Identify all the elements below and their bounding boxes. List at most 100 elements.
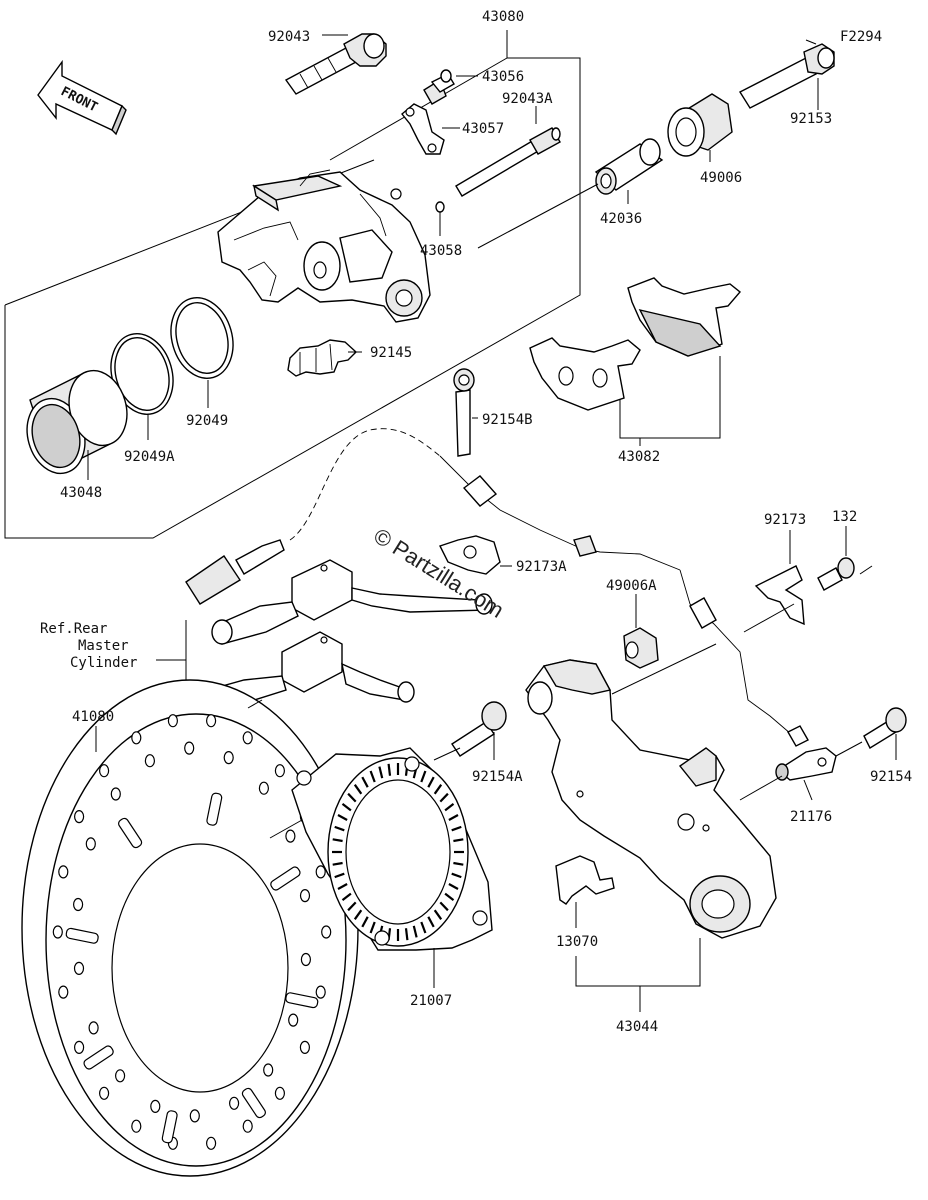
label-132: 132 — [832, 509, 857, 525]
bolt-92043 — [284, 33, 387, 95]
brake-disc-41080 — [21, 679, 359, 1177]
bolt-92154B — [453, 368, 475, 457]
rotor-hole — [315, 865, 326, 879]
rotor-slot — [118, 817, 143, 849]
clamp-92173 — [754, 565, 805, 626]
label-21176: 21176 — [790, 809, 832, 825]
rotor-hole — [114, 1069, 126, 1083]
abs-ring-tooth — [451, 825, 462, 832]
abs-ring-tooth — [361, 916, 369, 928]
rotor-hole — [73, 1040, 85, 1055]
abs-ring-tooth — [439, 792, 449, 803]
diagram-code: F2294 — [840, 29, 882, 45]
rotor-hole — [167, 714, 178, 728]
rotor-hole — [110, 787, 121, 801]
label-43058: 43058 — [420, 243, 462, 259]
rotor-hole — [144, 754, 155, 768]
collar-49006A — [623, 627, 659, 669]
caliper-bracket-43044 — [525, 659, 777, 939]
abs-ring-21007 — [291, 747, 493, 951]
ref-note-line-1: Ref.Rear — [40, 621, 107, 637]
rotor-hole — [98, 764, 110, 778]
abs-ring-tooth — [412, 925, 418, 938]
label-41080: 41080 — [72, 709, 114, 725]
rotor-hole — [242, 731, 253, 745]
rotor-hole — [88, 1021, 99, 1035]
clamp-92173A — [439, 535, 501, 575]
label-43057: 43057 — [462, 121, 504, 137]
bolt-92153 — [739, 43, 835, 109]
seal-92049A — [110, 333, 174, 415]
rotor-hole — [299, 888, 311, 903]
bleeder-43056 — [423, 69, 455, 105]
rotor-hole — [150, 1099, 161, 1114]
label-21007: 21007 — [410, 993, 452, 1009]
rotor-hole — [52, 925, 63, 939]
ref-note-line-3: Cylinder — [70, 655, 137, 671]
rotor-hole — [300, 952, 311, 967]
rotor-slot — [83, 1045, 114, 1070]
abs-ring-tooth — [420, 770, 427, 783]
label-43048: 43048 — [60, 485, 102, 501]
rotor-hole — [131, 1119, 142, 1133]
rotor-hole — [184, 741, 195, 755]
abs-ring-tooth — [347, 792, 357, 803]
abs-ring-tooth — [347, 901, 357, 912]
abs-ring-tooth — [353, 784, 363, 795]
abs-ring-tooth — [444, 892, 455, 901]
label-92145: 92145 — [370, 345, 412, 361]
label-92049A: 92049A — [124, 449, 175, 465]
abs-sensor-21176 — [775, 747, 837, 781]
clip-43057 — [401, 103, 445, 155]
label-43056: 43056 — [482, 69, 524, 85]
label-92154A: 92154A — [472, 769, 523, 785]
rotor-hole — [131, 731, 142, 745]
leader-lines — [87, 34, 897, 1012]
label-49006: 49006 — [700, 170, 742, 186]
label-92173: 92173 — [764, 512, 806, 528]
rotor-hole — [73, 809, 85, 824]
abs-ring-tooth — [332, 861, 343, 866]
abs-ring-tooth — [353, 909, 363, 920]
label-92154B: 92154B — [482, 412, 533, 428]
abs-ring-tooth — [341, 803, 352, 812]
abs-ring-tooth — [433, 909, 443, 920]
label-13070: 13070 — [556, 934, 598, 950]
abs-ring-tooth — [387, 763, 392, 776]
rotor-slot — [285, 992, 319, 1009]
abs-ring-tooth — [334, 825, 345, 832]
abs-ring-tooth — [404, 928, 409, 941]
abs-ring-tooth — [369, 921, 376, 934]
label-42036: 42036 — [600, 211, 642, 227]
rotor-hole — [285, 829, 296, 843]
abs-ring-tooth — [439, 901, 449, 912]
rotor-slot — [161, 1110, 178, 1144]
rotor-hole — [72, 897, 84, 912]
rotor-hole — [299, 1040, 310, 1055]
piston-43048 — [26, 369, 128, 475]
label-92173A: 92173A — [516, 559, 567, 575]
abs-ring-tooth — [427, 916, 435, 928]
abs-ring-tooth — [451, 872, 462, 879]
abs-ring-tooth — [341, 892, 352, 901]
bolt-92154A — [451, 701, 507, 757]
label-43044: 43044 — [616, 1019, 658, 1035]
rotor-hole — [206, 714, 217, 728]
sleeve-42036 — [594, 138, 664, 195]
rotor-slot — [241, 1087, 266, 1119]
ref-note-line-2: Master — [78, 638, 129, 654]
spring-13070 — [555, 855, 615, 905]
rotor-slot — [270, 866, 301, 891]
boot-49006 — [667, 93, 733, 157]
abs-ring-tooth — [420, 921, 427, 934]
rotor-hole — [58, 985, 69, 999]
abs-sensor-cable — [289, 428, 809, 747]
label-92153: 92153 — [790, 111, 832, 127]
pin-92043A — [455, 127, 561, 197]
abs-ring-tooth — [337, 883, 348, 890]
o-ring-43058 — [435, 201, 445, 213]
rotor-hole — [263, 1063, 274, 1077]
rotor-hole — [288, 1013, 299, 1027]
brake-pads-43082 — [529, 277, 742, 411]
